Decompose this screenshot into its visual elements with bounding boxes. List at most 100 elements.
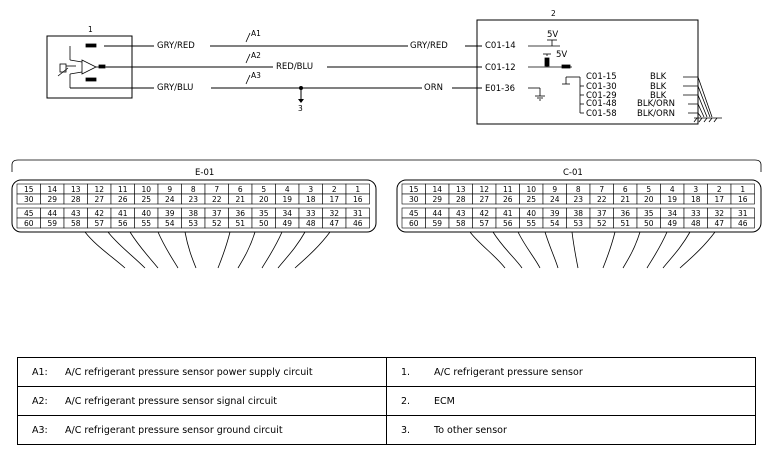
pin-number: 54 [550, 219, 560, 228]
pin-number: 8 [576, 185, 581, 194]
pin-number: 23 [188, 195, 198, 204]
legend-circuit-cell: A3: A/C refrigerant pressure sensor grou… [17, 415, 387, 445]
pin-number: 8 [191, 185, 196, 194]
other-sensor-number: 3 [298, 104, 303, 113]
pin-number: 34 [667, 209, 677, 218]
pin-number: 31 [353, 209, 363, 218]
ground-wire-color: BLK [650, 72, 667, 82]
pin-number: 13 [456, 185, 466, 194]
ground-pin-label: C01-15 [586, 72, 617, 82]
pin-number: 17 [714, 195, 724, 204]
svg-text:GRY/RED: GRY/RED [410, 41, 448, 51]
ground-wire-color: BLK/ORN [637, 99, 675, 109]
pin-number: 40 [526, 209, 536, 218]
pin-number: 5 [261, 185, 266, 194]
pin-cell [730, 217, 755, 229]
ecm-5v-label-b: 5V [556, 50, 567, 60]
pin-number: 3 [693, 185, 698, 194]
pin-number: 27 [479, 195, 489, 204]
pin-number: 54 [165, 219, 175, 228]
legend-component-cell: 2. ECM [386, 386, 756, 416]
pin-number: 9 [167, 185, 172, 194]
pin-number: 26 [118, 195, 128, 204]
pin-number: 24 [550, 195, 560, 204]
pin-number: 57 [94, 219, 104, 228]
pin-number: 41 [118, 209, 128, 218]
pin-number: 58 [456, 219, 466, 228]
ground-pins-labels: C01-15 C01-30 C01-29 C01-48 C01-58 BLK B… [586, 72, 675, 119]
ground-pin-label: C01-48 [586, 99, 617, 109]
pin-number: 25 [141, 195, 151, 204]
circuit-a2-tag: A2 [251, 51, 261, 60]
pin-number: 32 [329, 209, 339, 218]
terminal-c01-14: C01-14 [485, 41, 516, 51]
pin-number: 4 [285, 185, 290, 194]
pin-number: 20 [644, 195, 654, 204]
pin-number: 18 [306, 195, 316, 204]
pin-number: 7 [214, 185, 219, 194]
pin-number: 58 [71, 219, 81, 228]
legend-circuit-code: A3: [32, 424, 48, 436]
pin-number: 48 [691, 219, 701, 228]
pin-number: 52 [597, 219, 607, 228]
pin-number: 46 [353, 219, 363, 228]
legend-component-cell: 3. To other sensor [386, 415, 756, 445]
pin-number: 56 [503, 219, 513, 228]
pin-number: 27 [94, 195, 104, 204]
pin-number: 35 [259, 209, 269, 218]
pin-number: 5 [646, 185, 651, 194]
pin-number: 4 [670, 185, 675, 194]
pin-cell [345, 217, 370, 229]
pin-number: 20 [259, 195, 269, 204]
pin-number: 45 [409, 209, 419, 218]
wire-orn-label: ORN [424, 83, 443, 93]
pin-number: 55 [526, 219, 536, 228]
legend-component-desc: ECM [434, 395, 455, 407]
legend-component-num: 2. [401, 395, 411, 407]
pin-number: 47 [714, 219, 724, 228]
pin-number: 17 [329, 195, 339, 204]
pin-number: 33 [691, 209, 701, 218]
sensor-symbol [57, 43, 106, 88]
splice-to-other-sensor [298, 86, 304, 103]
pin-number: 38 [188, 209, 198, 218]
pin-number: 42 [479, 209, 489, 218]
pin-number: 2 [717, 185, 722, 194]
pin-number: 40 [141, 209, 151, 218]
pin-number: 34 [282, 209, 292, 218]
circuit-a3-tag: A3 [251, 71, 261, 80]
pin-number: 36 [620, 209, 630, 218]
pin-number: 43 [71, 209, 81, 218]
connector-e01-title: E-01 [195, 168, 214, 178]
pin-number: 47 [329, 219, 339, 228]
pin-number: 21 [620, 195, 630, 204]
pin-number: 39 [550, 209, 560, 218]
pin-number: 44 [432, 209, 442, 218]
terminal-e01-36: E01-36 [485, 84, 515, 94]
legend-component-num: 1. [401, 366, 411, 378]
svg-text:GRY/RED: GRY/RED [157, 41, 195, 51]
legend-circuit-text: A/C refrigerant pressure sensor ground c… [65, 424, 283, 436]
wire-a2-color-label: RED/BLU [276, 62, 313, 72]
pin-number: 6 [623, 185, 628, 194]
pin-number: 25 [526, 195, 536, 204]
terminal-c01-12: C01-12 [485, 63, 516, 73]
pin-number: 15 [409, 185, 419, 194]
pin-cell [345, 193, 370, 205]
legend-table: A1: A/C refrigerant pressure sensor powe… [17, 357, 756, 445]
ecm-5v-label-a: 5V [547, 30, 558, 40]
legend-circuit-code: A2: [32, 395, 48, 407]
ecm-number: 2 [551, 9, 556, 18]
pin-number: 55 [141, 219, 151, 228]
pin-number: 18 [691, 195, 701, 204]
pin-number: 60 [409, 219, 419, 228]
ground-pin-label: C01-30 [586, 82, 617, 92]
pin-number: 32 [714, 209, 724, 218]
pin-number: 39 [165, 209, 175, 218]
pin-number: 1 [355, 185, 360, 194]
pin-number: 59 [47, 219, 57, 228]
pin-number: 45 [24, 209, 34, 218]
pin-number: 44 [47, 209, 57, 218]
pin-number: 14 [432, 185, 442, 194]
ecm-ground-bus [562, 76, 584, 114]
